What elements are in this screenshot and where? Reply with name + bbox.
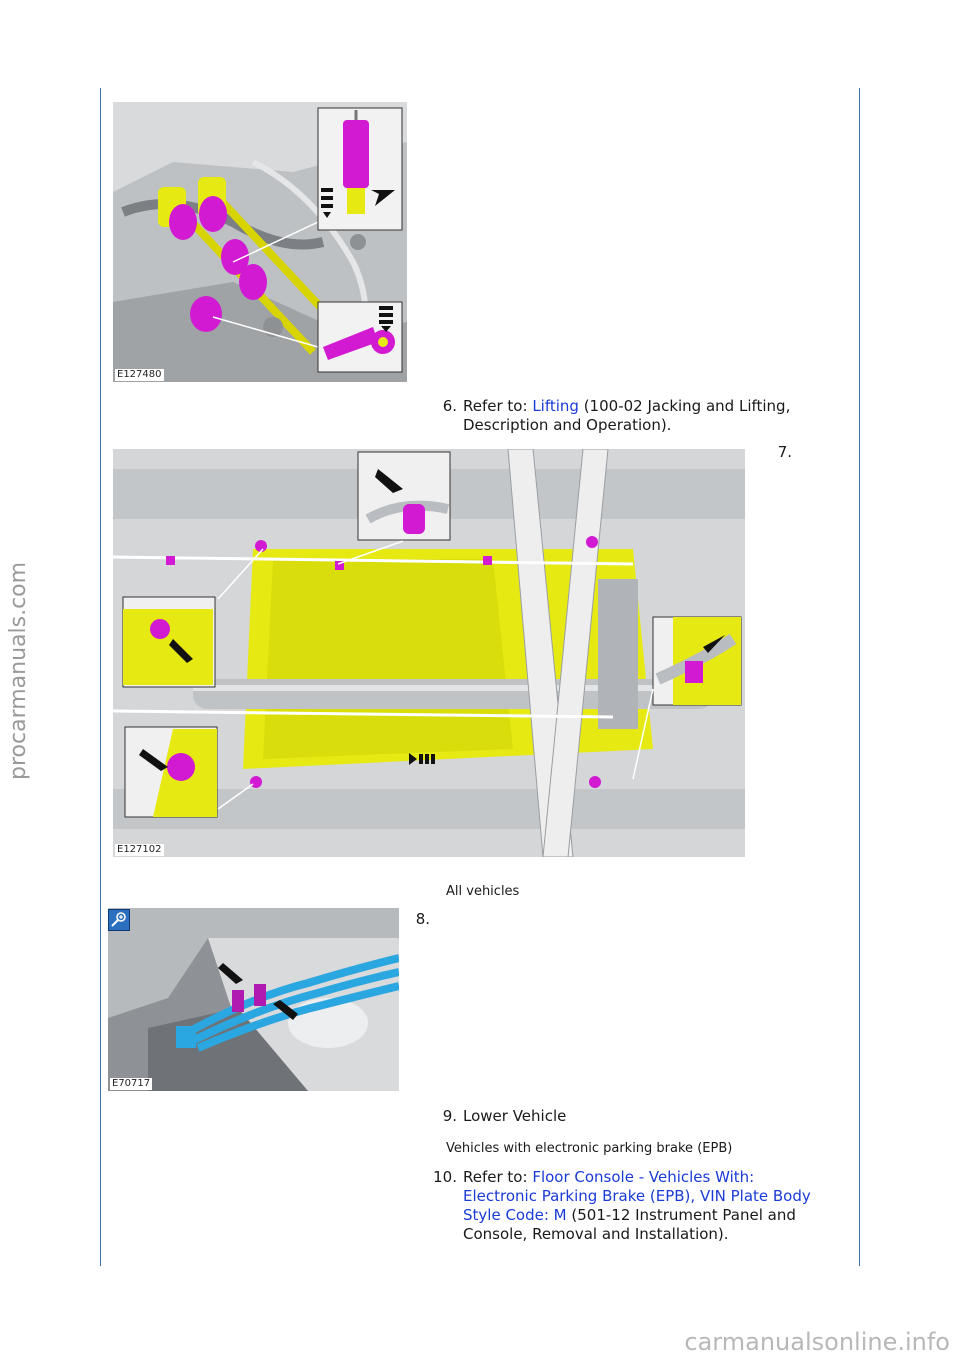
step-7: 7. <box>760 443 820 463</box>
link-lifting[interactable]: Lifting <box>532 397 579 415</box>
step-number: 10. <box>433 1168 457 1186</box>
refer-to-label: Refer to: <box>463 397 533 415</box>
step-10: 10. Refer to: Floor Console - Vehicles W… <box>425 1168 845 1248</box>
bottom-watermark: carmanualsonline.info <box>684 1328 950 1356</box>
step-text: Lower Vehicle <box>463 1107 567 1125</box>
step-number: 6. <box>442 397 457 415</box>
step-number: 8. <box>415 910 430 928</box>
refer-to-label: Refer to: <box>463 1168 533 1186</box>
link-floor-console-line1[interactable]: Floor Console - Vehicles With: <box>532 1168 755 1186</box>
figure-cable-clips: E70717 <box>108 908 399 1091</box>
underbody-illustration <box>113 449 745 857</box>
left-margin-rule <box>100 88 101 1266</box>
step-9: 9. Lower Vehicle <box>425 1107 845 1127</box>
step-text: Refer to: Lifting (100-02 Jacking and Li… <box>463 397 833 435</box>
step-number: 7. <box>777 443 792 461</box>
step-text-line2: Description and Operation). <box>463 416 672 434</box>
zoom-icon[interactable] <box>108 909 130 931</box>
figure-code: E127480 <box>115 369 164 381</box>
right-margin-rule <box>859 88 860 1266</box>
figure-brake-cable-connectors: E127480 <box>113 102 407 382</box>
step-6: 6. Refer to: Lifting (100-02 Jacking and… <box>425 397 845 437</box>
step-text-line1-rest: (100-02 Jacking and Lifting, <box>578 397 791 415</box>
cable-clips-illustration <box>108 908 399 1091</box>
note-all-vehicles: All vehicles <box>446 884 520 899</box>
step-number: 9. <box>442 1107 457 1125</box>
figure-code: E127102 <box>115 844 164 856</box>
step-8: 8. <box>398 910 458 930</box>
link-floor-console-line2[interactable]: Electronic Parking Brake (EPB), VIN Plat… <box>463 1187 811 1205</box>
brake-cable-illustration <box>113 102 407 382</box>
note-epb: Vehicles with electronic parking brake (… <box>446 1141 733 1156</box>
step-text-line4: Console, Removal and Installation). <box>463 1225 729 1243</box>
step-text: Refer to: Floor Console - Vehicles With:… <box>463 1168 833 1244</box>
figure-code: E70717 <box>110 1078 153 1090</box>
side-watermark: procarmanuals.com <box>6 561 31 780</box>
figure-underbody-heat-shield: E127102 <box>113 449 745 857</box>
step-text-line3-rest: (501-12 Instrument Panel and <box>566 1206 796 1224</box>
link-floor-console-line3[interactable]: Style Code: M <box>463 1206 567 1224</box>
